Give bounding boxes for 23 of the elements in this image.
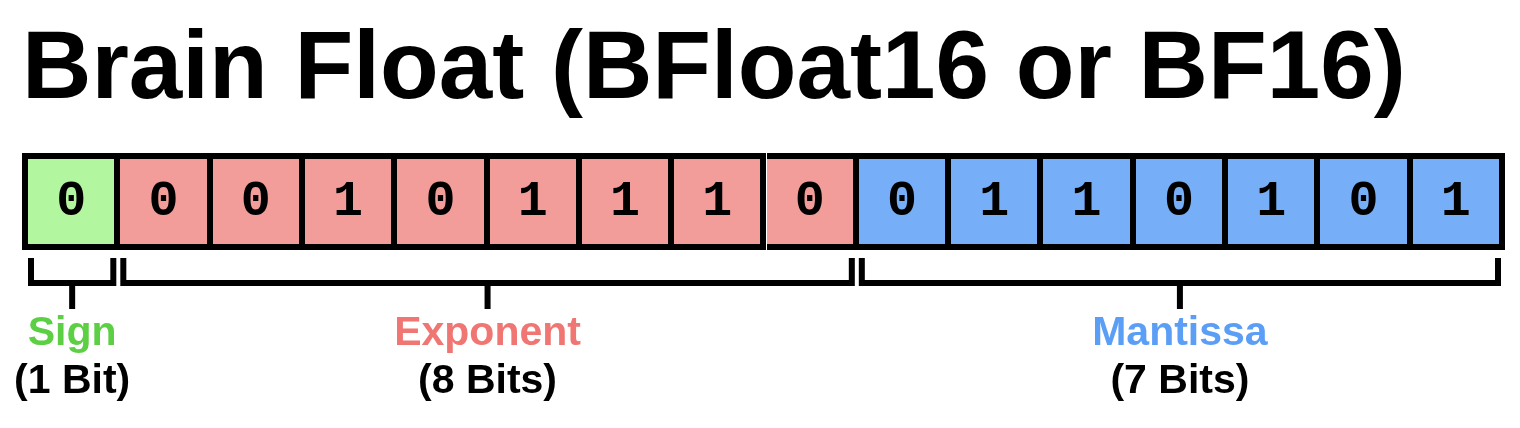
exponent-bit: 0 xyxy=(766,153,859,250)
exponent-bit: 1 xyxy=(489,153,582,250)
field-label: Exponent xyxy=(394,309,581,355)
bit-count-label: (1 Bit) xyxy=(14,357,131,403)
exponent-bit: 1 xyxy=(304,153,398,250)
mantissa-bit: 1 xyxy=(951,153,1044,250)
mantissa-bit: 0 xyxy=(1320,153,1413,250)
bit-count-label: (8 Bits) xyxy=(418,357,558,403)
exponent-bit: 0 xyxy=(212,153,305,250)
mantissa-bit: 1 xyxy=(1228,153,1321,250)
exponent-bit: 0 xyxy=(120,153,213,250)
mantissa-bit: 1 xyxy=(1412,153,1505,250)
exponent-bit: 1 xyxy=(674,153,767,250)
mantissa-bit: 0 xyxy=(858,153,952,250)
title: Brain Float (BFloat16 or BF16) xyxy=(22,12,1406,118)
exponent-bit: 0 xyxy=(397,153,490,250)
field-label: Mantissa xyxy=(1092,309,1268,355)
sign-bit: 0 xyxy=(22,153,121,250)
field-label: Sign xyxy=(27,309,117,355)
mantissa-bit: 1 xyxy=(1043,153,1136,250)
mantissa-bit: 0 xyxy=(1135,153,1229,250)
exponent-bit: 1 xyxy=(581,153,675,250)
bit-count-label: (7 Bits) xyxy=(1110,357,1250,403)
